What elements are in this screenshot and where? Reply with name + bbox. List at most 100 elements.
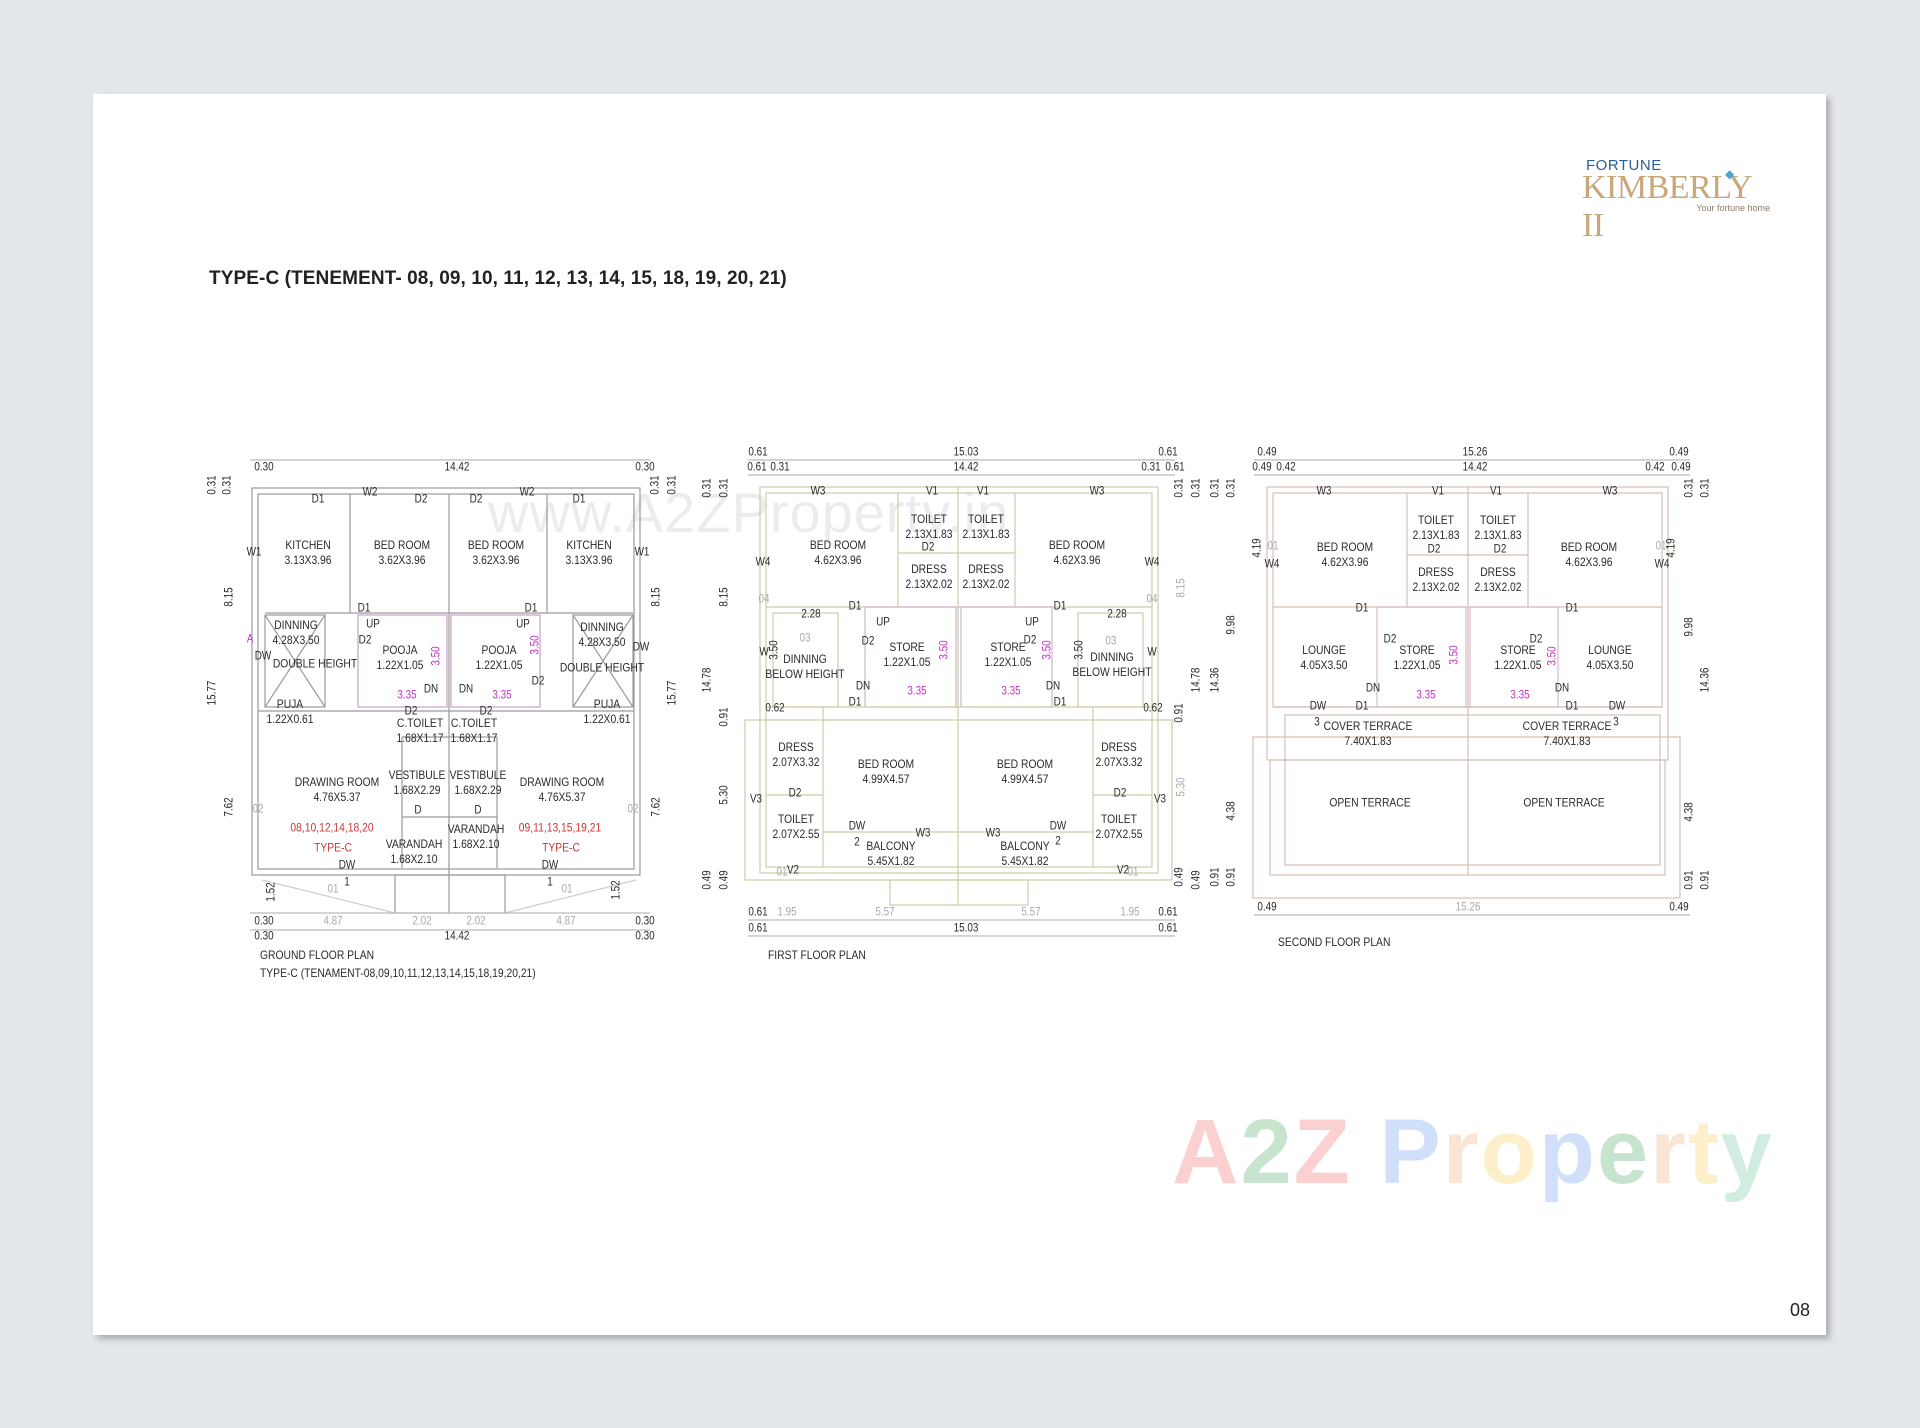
ground-plan-mark: D2 — [414, 493, 428, 506]
second-room-label: STORE 1.22X1.05 — [1494, 643, 1542, 672]
ground-plan-mark: 1 — [547, 876, 553, 889]
first-plan-mark: W3 — [915, 827, 931, 840]
second-room-label: STORE 1.22X1.05 — [1393, 643, 1441, 672]
second-dimension-label: 4.19 — [1251, 538, 1264, 558]
first-plan-mark: DN — [1045, 680, 1061, 693]
second-room-label: DRESS 2.13X2.02 — [1474, 565, 1522, 594]
first-plan-mark: D1 — [1053, 600, 1067, 613]
second-room-label: BED ROOM 4.62X3.96 — [1560, 540, 1618, 569]
first-room-label: DINNING BELOW HEIGHT — [1072, 650, 1152, 679]
ground-room-label: BED ROOM 3.62X3.96 — [467, 538, 525, 567]
second-dimension-label: 0.31 — [1683, 478, 1696, 498]
ground-plan-mark: D1 — [572, 493, 586, 506]
first-plan-mark: V2 — [786, 864, 800, 877]
second-plan-mark: D2 — [1383, 633, 1397, 646]
second-dimension-label: 0.91 — [1699, 870, 1712, 890]
ground-room-label: C.TOILET 1.68X1.17 — [450, 716, 498, 745]
second-dimension-label: 0.49 — [1671, 461, 1691, 474]
ground-plan-mark: DN — [458, 683, 474, 696]
ground-plan-mark: 01 — [561, 883, 573, 896]
second-room-label: LOUNGE 4.05X3.50 — [1586, 643, 1634, 672]
page-title: TYPE-C (TENEMENT- 08, 09, 10, 11, 12, 13… — [209, 268, 787, 289]
ground-dimension-label: 0.30 — [635, 461, 655, 474]
first-plan-mark: W4 — [755, 556, 771, 569]
first-plan-mark: DW — [1049, 820, 1067, 833]
first-dimension-label: 0.31 — [701, 478, 714, 498]
ground-room-label: POOJA 1.22X1.05 — [376, 643, 424, 672]
second-plan-mark: D1 — [1355, 602, 1369, 615]
first-plan-mark: 0.62 — [765, 702, 785, 715]
first-plan-mark: 0.62 — [1143, 702, 1163, 715]
logo-top-text: FORTUNE — [1586, 157, 1662, 174]
ground-plan-mark: D1 — [311, 493, 325, 506]
first-dimension-label: 0.91 — [718, 707, 731, 727]
second-plan-mark: D1 — [1565, 602, 1579, 615]
first-dimension-label: 0.31 — [1141, 461, 1161, 474]
second-dimension-label: 0.31 — [1225, 478, 1238, 498]
first-plan-mark: W — [1147, 646, 1157, 659]
ground-floor-plan-subcaption: TYPE-C (TENAMENT-08,09,10,11,12,13,14,15… — [260, 966, 536, 980]
first-dimension-label: 1.95 — [1120, 906, 1140, 919]
second-plan-mark: V1 — [1489, 485, 1503, 498]
second-plan-mark: DW — [1608, 700, 1626, 713]
first-dimension-label: 0.49 — [718, 870, 731, 890]
ground-plan-mark: D1 — [357, 602, 371, 615]
first-room-label: DRESS 2.07X3.32 — [772, 740, 820, 769]
second-dimension-label: 0.31 — [1699, 478, 1712, 498]
second-room-label: OPEN TERRACE — [1329, 795, 1411, 810]
ground-plan-mark: DN — [423, 683, 439, 696]
first-room-label: BED ROOM 4.99X4.57 — [857, 757, 915, 786]
site-watermark: www.A2ZProperty.in — [488, 481, 1010, 544]
first-dimension-label: 5.57 — [1021, 906, 1041, 919]
first-room-label: DINNING BELOW HEIGHT — [765, 652, 845, 681]
ground-plan-mark: 01 — [327, 883, 339, 896]
ground-plan-mark: 02 — [627, 803, 639, 816]
first-plan-mark: D1 — [1053, 696, 1067, 709]
second-dimension-label: 0.49 — [1257, 901, 1277, 914]
ground-room-label: KITCHEN 3.13X3.96 — [284, 538, 332, 567]
second-plan-mark: V1 — [1431, 485, 1445, 498]
ground-room-label: BED ROOM 3.62X3.96 — [373, 538, 431, 567]
first-plan-mark: D2 — [921, 541, 935, 554]
second-dimension-label: 0.49 — [1252, 461, 1272, 474]
ground-dimension-label: 7.62 — [650, 797, 663, 817]
second-dimension-label: 0.49 — [1669, 446, 1689, 459]
first-room-label: BED ROOM 4.62X3.96 — [1048, 538, 1106, 567]
ground-plan-mark: A — [246, 633, 254, 646]
first-dimension-label: 0.31 — [1190, 478, 1203, 498]
first-dimension-label: 0.31 — [718, 478, 731, 498]
ground-plan-mark: 02 — [252, 803, 264, 816]
ground-room-label: VARANDAH 1.68X2.10 — [447, 822, 505, 851]
first-dimension-label: 0.61 — [747, 461, 767, 474]
second-plan-mark: W4 — [1264, 558, 1280, 571]
ground-dimension-label: 0.30 — [635, 915, 655, 928]
second-plan-mark: 01 — [1655, 540, 1667, 553]
second-dimension-label: 0.31 — [1209, 478, 1222, 498]
first-plan-mark: V2 — [1116, 864, 1130, 877]
ground-dimension-label: 0.31 — [221, 475, 234, 495]
first-plan-mark: D2 — [1113, 787, 1127, 800]
ground-room-label: DRAWING ROOM 4.76X5.37 — [519, 775, 605, 804]
second-plan-mark: W3 — [1602, 485, 1618, 498]
ground-dimension-label: 14.42 — [444, 461, 470, 474]
second-dimension-label: 4.38 — [1225, 801, 1238, 821]
first-plan-mark: 04 — [1146, 593, 1158, 606]
second-plan-mark: W4 — [1654, 558, 1670, 571]
ground-room-label: DOUBLE HEIGHT — [272, 656, 358, 671]
ground-dimension-label: 8.15 — [650, 587, 663, 607]
ground-plan-mark: DW — [541, 859, 559, 872]
first-dimension-label: 0.61 — [1158, 446, 1178, 459]
first-plan-mark: W — [759, 646, 769, 659]
second-plan-mark: D2 — [1529, 633, 1543, 646]
ground-plan-mark: D — [474, 804, 482, 817]
second-room-label: OPEN TERRACE — [1523, 795, 1605, 810]
ground-room-label: DRAWING ROOM 4.76X5.37 — [294, 775, 380, 804]
first-dimension-label: 5.30 — [718, 785, 731, 805]
first-room-label: TOILET 2.07X2.55 — [1095, 812, 1143, 841]
second-dimension-label: 4.38 — [1683, 802, 1696, 822]
ground-dimension-label: 0.30 — [254, 915, 274, 928]
first-plan-mark: W3 — [1089, 485, 1105, 498]
first-plan-mark: V1 — [925, 485, 939, 498]
first-plan-mark: D1 — [848, 696, 862, 709]
